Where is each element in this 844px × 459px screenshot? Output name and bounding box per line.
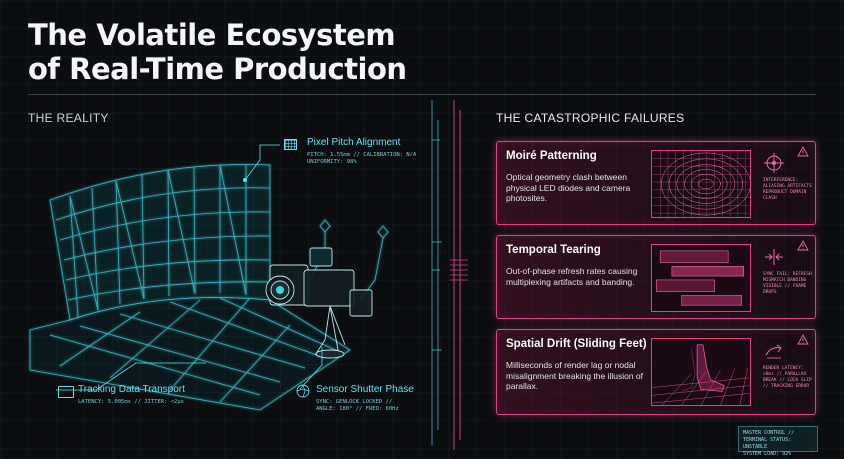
warning-icon	[797, 240, 809, 251]
failure-card-moire: Moiré Patterning Optical geometry clash …	[496, 141, 816, 225]
title-line-1: The Volatile Ecosystem	[28, 18, 396, 52]
tracking-leader-line	[56, 362, 206, 391]
folder-icon	[58, 386, 74, 398]
pixel-pitch-title: Pixel Pitch Alignment	[307, 137, 401, 148]
status-line-1: MASTER CONTROL //	[743, 430, 795, 436]
tearing-description: Out-of-phase refresh rates causing multi…	[506, 266, 638, 287]
sensor-leader-line	[299, 347, 323, 390]
warning-icon	[797, 146, 809, 157]
master-control-status: MASTER CONTROL // TERMINAL STATUS: UNSTA…	[738, 426, 818, 457]
foot-slide-icon	[765, 344, 782, 359]
center-divider	[431, 100, 468, 450]
sensor-detail-2: ANGLE: 180° // FREQ: 60Hz	[316, 406, 399, 412]
pixel-pitch-details: PITCH: 1.55mm // CALIBRATION: N/A UNIFOR…	[307, 152, 416, 166]
led-volume-illustration	[29, 164, 389, 411]
pixel-pitch-detail-1: PITCH: 1.55mm // CALIBRATION: N/A	[307, 152, 417, 158]
tearing-bands-visual	[651, 244, 751, 312]
failures-section-label: THE CATASTROPHIC FAILURES	[496, 111, 685, 125]
moire-description: Optical geometry clash between physical …	[506, 172, 631, 203]
tracking-detail: LATENCY: 5.005ms // JITTER: <2µs	[78, 399, 184, 405]
failure-card-tearing: Temporal Tearing Out-of-phase refresh ra…	[496, 235, 816, 319]
split-arrows-icon	[765, 249, 783, 265]
moire-note: INTERFERENCE: ALIASING ARTIFACTS REPRODU…	[763, 178, 812, 201]
tracking-title: Tracking Data Transport	[78, 384, 185, 395]
pixel-grid-icon	[284, 139, 297, 150]
shutter-icon	[296, 384, 310, 398]
title-line-2: of Real-Time Production	[28, 52, 407, 86]
pixel-pitch-leader-line	[243, 144, 280, 182]
status-line-2: TERMINAL STATUS: UNSTABLE	[743, 437, 792, 450]
sliding-foot-visual	[651, 338, 751, 406]
reality-section-label: THE REALITY	[28, 111, 109, 125]
failure-card-drift: Spatial Drift (Sliding Feet) Millisecond…	[496, 329, 816, 415]
status-line-3: SYSTEM LOAD: 92%	[743, 451, 792, 457]
tearing-title: Temporal Tearing	[506, 244, 601, 256]
sensor-details: SYNC: GENLOCK LOCKED // ANGLE: 180° // F…	[316, 399, 399, 413]
pixel-pitch-detail-2: UNIFORMITY: 98%	[307, 159, 357, 165]
drift-description: Milliseconds of render lag or nodal misa…	[506, 360, 644, 391]
crosshair-icon	[764, 153, 784, 173]
moire-pattern-visual	[651, 150, 751, 218]
drift-title: Spatial Drift (Sliding Feet)	[506, 338, 647, 350]
sensor-detail-1: SYNC: GENLOCK LOCKED //	[316, 399, 393, 405]
warning-icon	[797, 334, 809, 345]
drift-note: RENDER LATENCY: >8ms // PARALLAX BREAK /…	[763, 366, 812, 389]
moire-title: Moiré Patterning	[506, 150, 597, 162]
title-divider	[28, 94, 816, 95]
sensor-title: Sensor Shutter Phase	[316, 384, 414, 395]
tearing-note: SYNC FAIL: REFRESH MISMATCH BANDING VISI…	[763, 272, 812, 295]
page-title: The Volatile Ecosystem of Real-Time Prod…	[28, 18, 448, 86]
